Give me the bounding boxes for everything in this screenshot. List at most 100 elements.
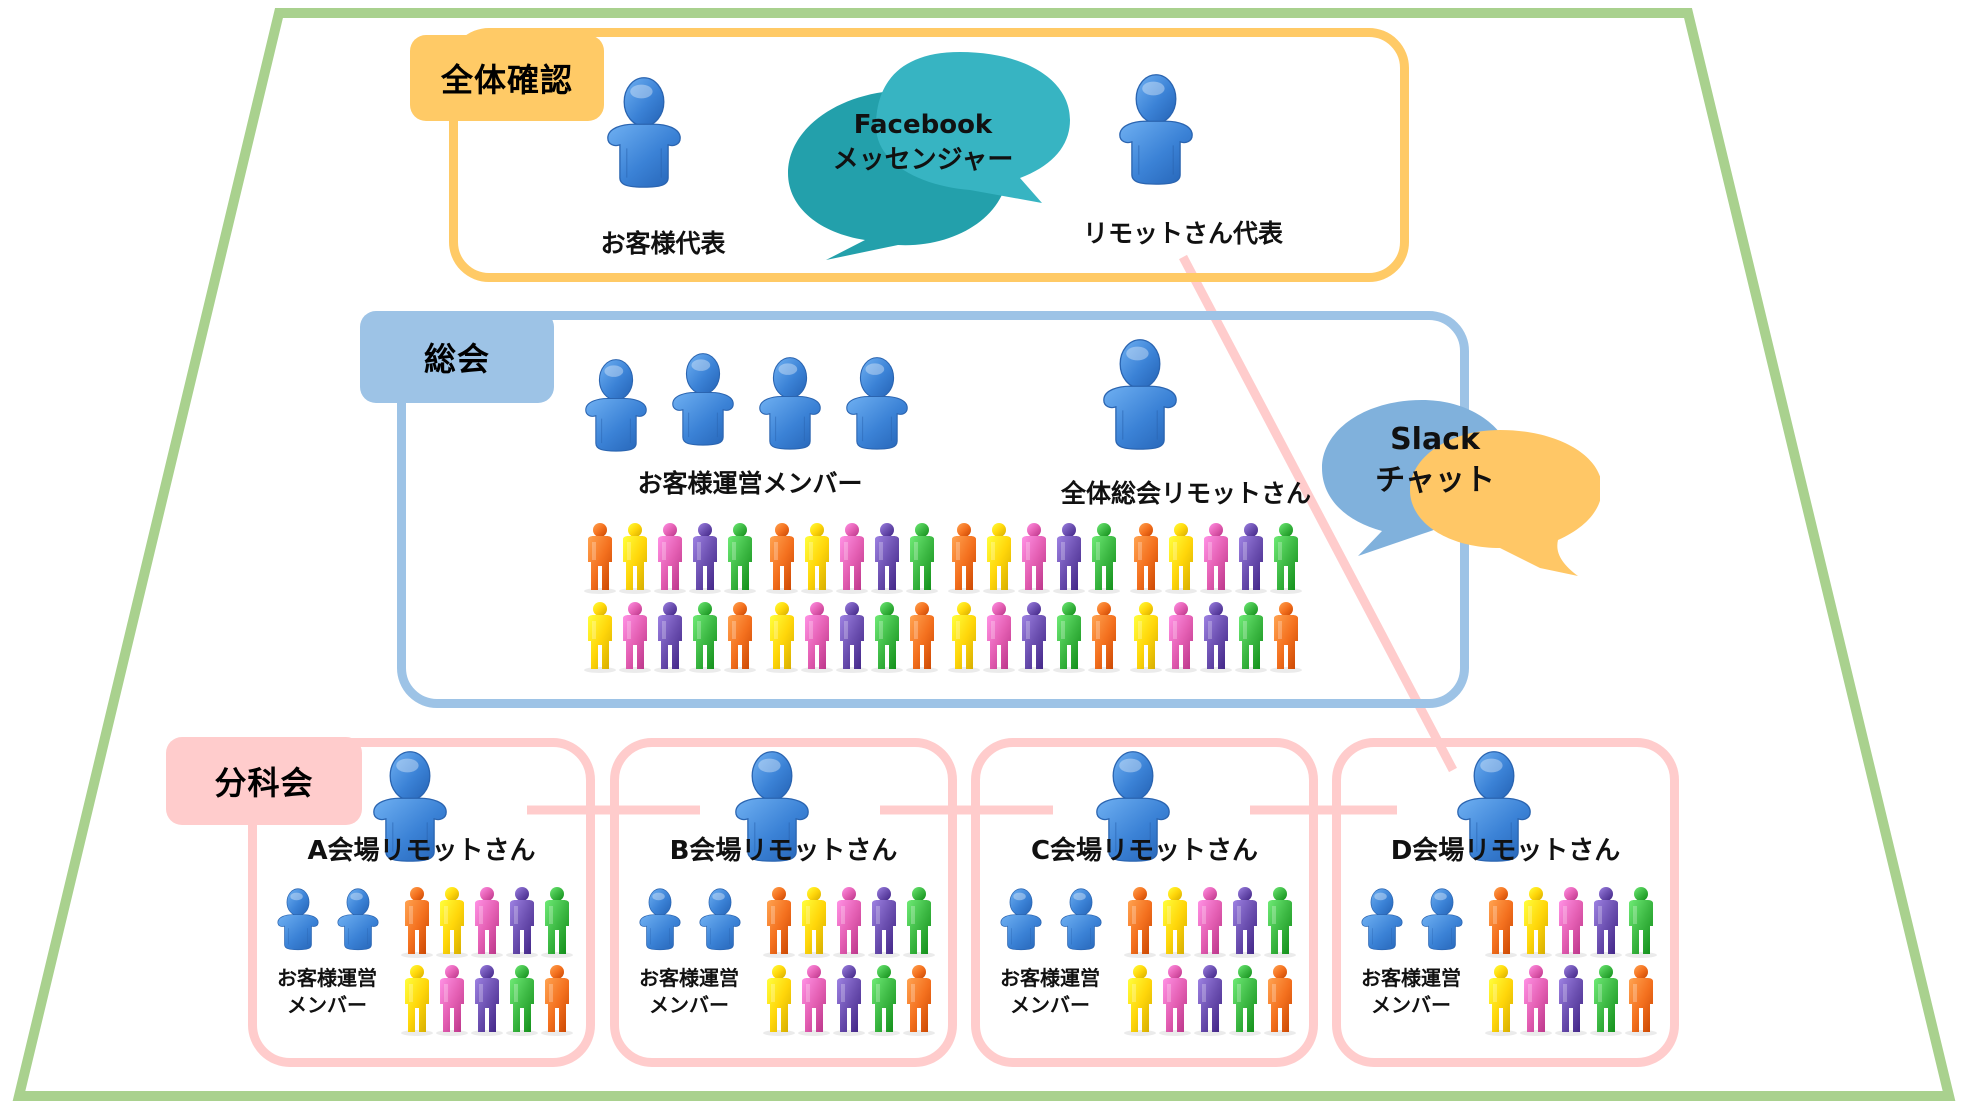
venue-members-line1: お客様運営: [1000, 966, 1100, 990]
slack-chat-label: Slack チャット: [1350, 420, 1520, 501]
venue-members-line1: お客様運営: [277, 966, 377, 990]
crowd-person-icon-green: [688, 601, 722, 677]
crowd-person-icon-orange: [902, 964, 936, 1040]
crowd-person-icon-yellow: [982, 522, 1016, 598]
venue-customer-member-person-icon: [696, 886, 744, 956]
crowd-person-icon-green: [505, 964, 539, 1040]
remot-rep-person-icon: [1112, 73, 1200, 189]
crowd-person-icon-purple: [1228, 886, 1262, 962]
general-crowd-row-1: [583, 522, 1311, 598]
general-crowd-row-2: [583, 601, 1311, 677]
venue-members-line1: お客様運営: [639, 966, 739, 990]
crowd-person-icon-purple: [653, 601, 687, 677]
customer-member-person-icon: [754, 356, 826, 454]
venue-remot-person-icon: [1089, 750, 1177, 866]
venue-remot-person-icon: [366, 750, 454, 866]
venue-crowd-row-2: [1484, 964, 1659, 1040]
crowd-person-icon-purple: [1193, 964, 1227, 1040]
crowd-person-icon-pink: [1164, 601, 1198, 677]
crowd-person-icon-yellow: [797, 886, 831, 962]
crowd-person-icon-yellow: [765, 601, 799, 677]
venue-box-c: C会場リモットさん お客様運営 メンバー: [971, 738, 1318, 1067]
crowd-person-icon-green: [1269, 522, 1303, 598]
general-meeting-tag: 総会: [360, 311, 554, 403]
venue-customer-member-person-icon: [1057, 886, 1105, 956]
venue-box-d: D会場リモットさん お客様運営 メンバー: [1332, 738, 1679, 1067]
crowd-person-icon-pink: [435, 964, 469, 1040]
venue-members-line2: メンバー: [649, 993, 729, 1017]
slack-chat-bubble: [1322, 400, 1600, 576]
customer-member-person-icon: [841, 356, 913, 454]
subcommittee-tag: 分科会: [166, 737, 362, 825]
crowd-person-icon-green: [723, 522, 757, 598]
venue-members-line1: お客様運営: [1361, 966, 1461, 990]
venue-remot-label: D会場リモットさん: [1390, 836, 1621, 866]
venue-box-b: B会場リモットさん お客様運営 メンバー: [610, 738, 957, 1067]
slack-label-line2: チャット: [1375, 462, 1495, 498]
crowd-person-icon-pink: [835, 522, 869, 598]
crowd-person-icon-orange: [1263, 964, 1297, 1040]
crowd-person-icon-pink: [1519, 964, 1553, 1040]
crowd-person-icon-green: [1052, 601, 1086, 677]
customer-member-person-icon: [580, 358, 652, 456]
crowd-person-icon-purple: [1199, 601, 1233, 677]
venue-crowd-row-2: [400, 964, 575, 1040]
venue-remot-label: B会場リモットさん: [669, 836, 898, 866]
venue-members-line2: メンバー: [287, 993, 367, 1017]
crowd-person-icon-green: [1263, 886, 1297, 962]
crowd-person-icon-orange: [905, 601, 939, 677]
venue-customer-member-person-icon: [1358, 886, 1406, 956]
venue-box-a: A会場リモットさん お客様運営 メンバー: [248, 738, 595, 1067]
overall-check-tag-label: 全体確認: [440, 61, 573, 99]
crowd-person-icon-yellow: [1164, 522, 1198, 598]
crowd-person-icon-purple: [1017, 601, 1051, 677]
venue-customer-members-label: お客様運営 メンバー: [1346, 965, 1476, 1019]
venue-crowd-row-1: [1123, 886, 1298, 962]
general-meeting-tag-label: 総会: [423, 340, 490, 378]
customer-rep-label: お客様代表: [600, 229, 726, 258]
crowd-person-icon-orange: [583, 522, 617, 598]
venue-border: [971, 738, 1318, 1067]
crowd-person-icon-orange: [1484, 886, 1518, 962]
venue-border: [248, 738, 595, 1067]
venue-customer-member-person-icon: [636, 886, 684, 956]
venue-members-line2: メンバー: [1010, 993, 1090, 1017]
crowd-person-icon-pink: [800, 601, 834, 677]
crowd-person-icon-pink: [982, 601, 1016, 677]
crowd-person-icon-yellow: [1123, 964, 1157, 1040]
crowd-person-icon-pink: [797, 964, 831, 1040]
venue-customer-members-label: お客様運営 メンバー: [262, 965, 392, 1019]
crowd-person-icon-pink: [1158, 964, 1192, 1040]
customer-member-person-icon: [667, 352, 739, 450]
crowd-person-icon-green: [1228, 964, 1262, 1040]
crowd-person-icon-purple: [1234, 522, 1268, 598]
general-remot-lead-person-icon: [1096, 338, 1184, 454]
crowd-person-icon-orange: [947, 522, 981, 598]
outer-frame: [12, 8, 1956, 1101]
customer-rep-person-icon: [600, 76, 688, 192]
venue-crowd-row-2: [1123, 964, 1298, 1040]
facebook-label-line2: メッセンジャー: [832, 145, 1014, 176]
venue-members-line2: メンバー: [1371, 993, 1451, 1017]
crowd-person-icon-yellow: [583, 601, 617, 677]
overall-check-tag: 全体確認: [410, 35, 604, 121]
venue-crowd-row-1: [400, 886, 575, 962]
crowd-person-icon-orange: [1129, 522, 1163, 598]
crowd-person-icon-orange: [540, 964, 574, 1040]
crowd-person-icon-pink: [1554, 886, 1588, 962]
crowd-person-icon-yellow: [1484, 964, 1518, 1040]
general-remot-lead-label: 全体総会リモットさん: [1060, 479, 1311, 508]
crowd-person-icon-yellow: [618, 522, 652, 598]
crowd-person-icon-green: [1589, 964, 1623, 1040]
crowd-person-icon-yellow: [800, 522, 834, 598]
crowd-person-icon-purple: [867, 886, 901, 962]
venue-border: [610, 738, 957, 1067]
crowd-person-icon-yellow: [435, 886, 469, 962]
venue-crowd-row-1: [762, 886, 937, 962]
connector-line-remot-rep-to-d: [1179, 254, 1457, 773]
crowd-person-icon-orange: [1087, 601, 1121, 677]
venue-remot-label: C会場リモットさん: [1030, 836, 1259, 866]
slack-bubble-front: [1410, 430, 1600, 576]
crowd-person-icon-purple: [688, 522, 722, 598]
crowd-person-icon-green: [1234, 601, 1268, 677]
